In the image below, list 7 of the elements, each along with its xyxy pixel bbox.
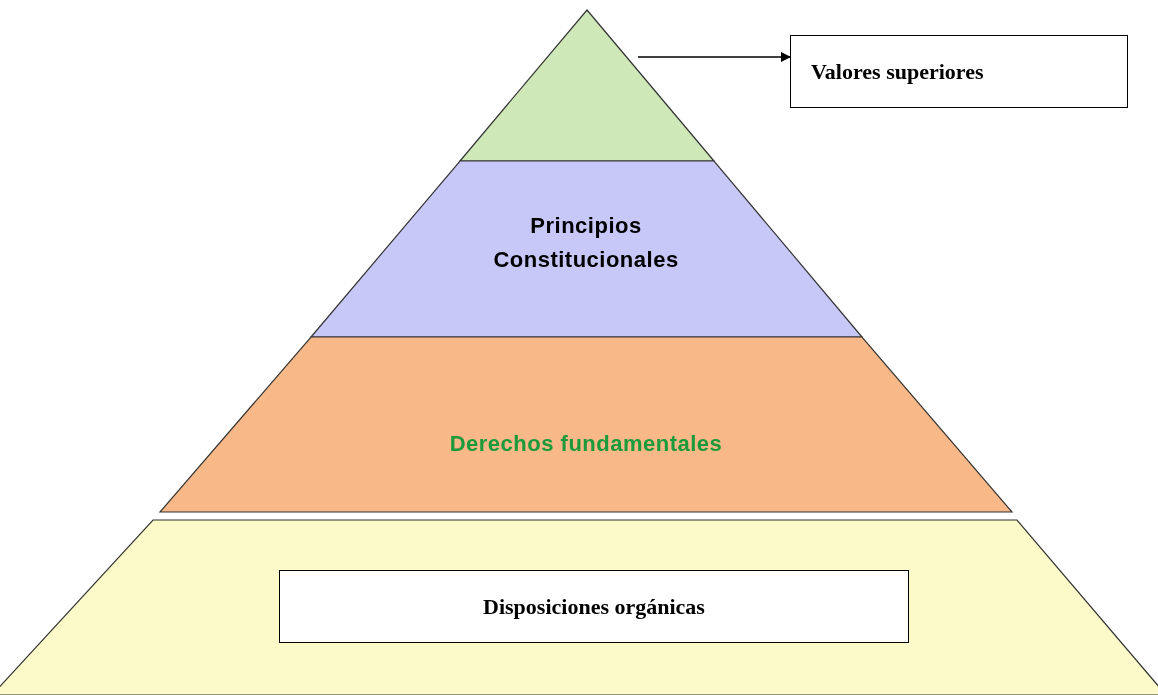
label-text: Disposiciones orgánicas [482, 593, 706, 620]
label-box [279, 570, 909, 643]
label-box [790, 35, 1128, 108]
arrow [637, 52, 791, 62]
label-text: Derechos fundamentales [448, 430, 724, 458]
label-text: Valores superiores [810, 58, 985, 85]
label-text: Principios Constitucionales [492, 212, 680, 274]
